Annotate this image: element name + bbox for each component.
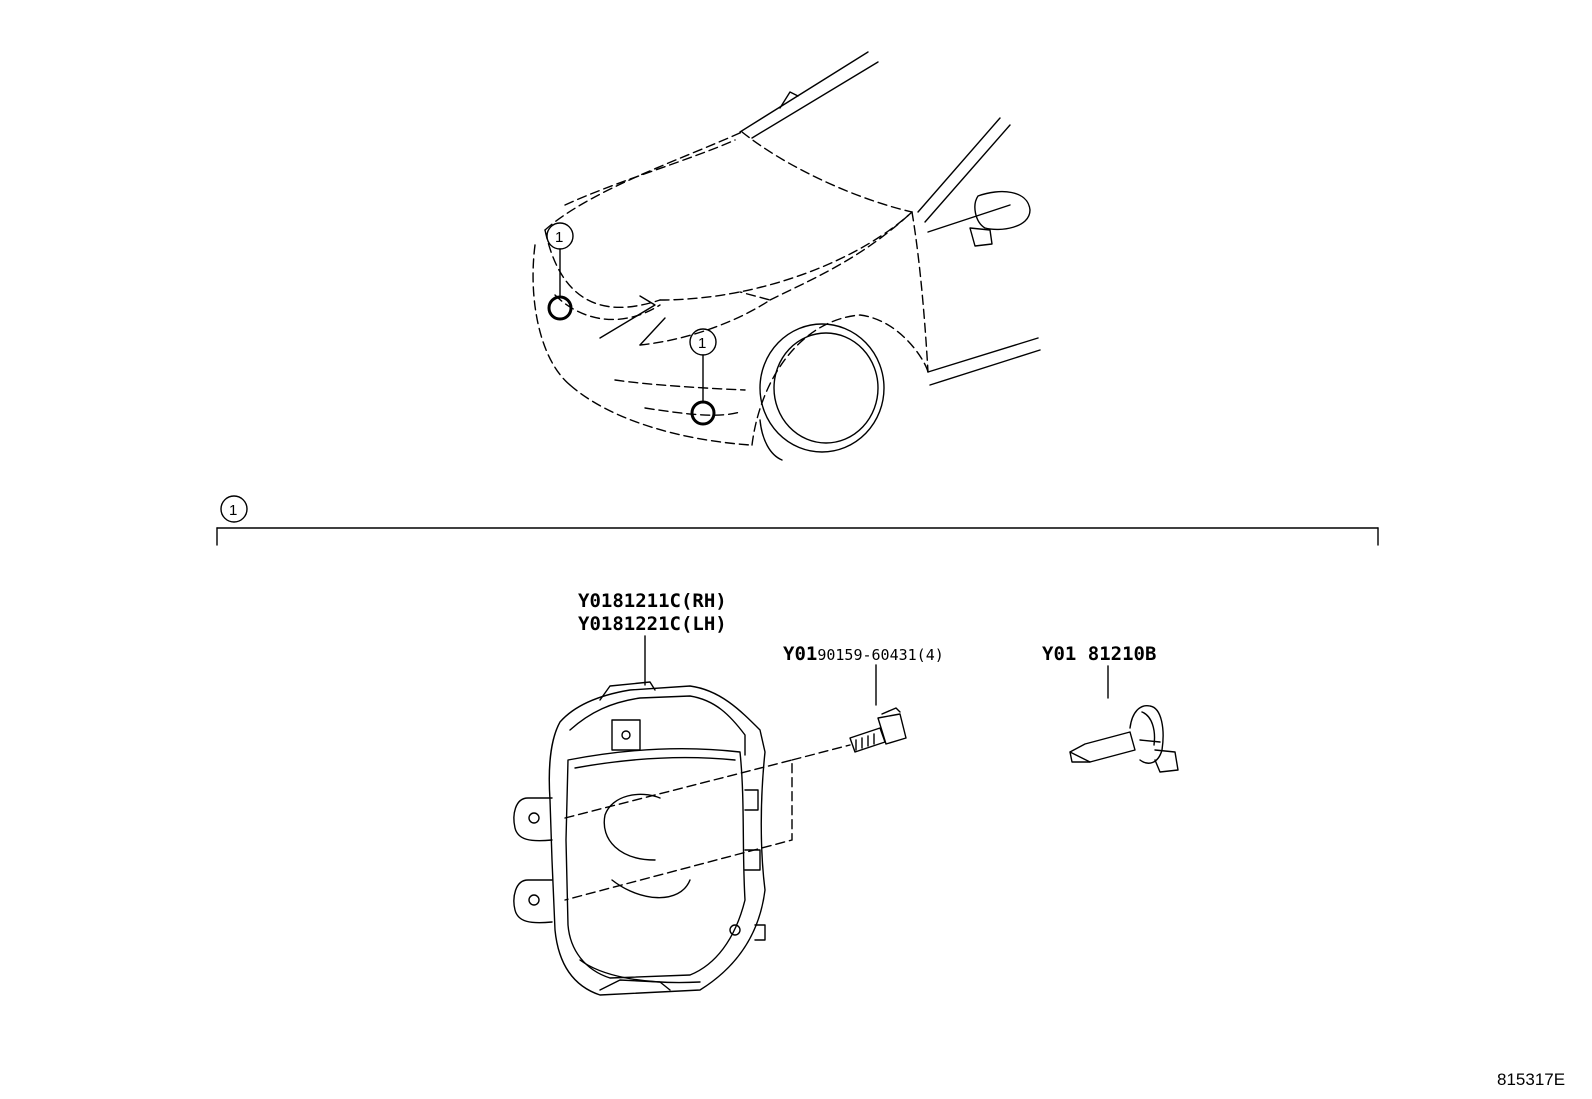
bulb-part-number: Y01 81210B bbox=[1042, 643, 1156, 665]
callout-1-upper: 1 bbox=[546, 222, 574, 321]
callout-1-lower-number: 1 bbox=[698, 335, 706, 352]
fog-lamp-location-marker-lower bbox=[690, 400, 716, 426]
assembly-bracket: 1 bbox=[216, 495, 1379, 546]
callout-1-upper-number: 1 bbox=[555, 229, 563, 246]
screw-part-prefix: Y01 bbox=[783, 643, 817, 665]
fog-lamp-part-number-lh: Y0181221C(LH) bbox=[578, 613, 727, 635]
screw-part-number: Y0190159-60431(4) bbox=[783, 643, 944, 665]
car-front-illustration bbox=[532, 51, 1041, 461]
fog-lamp-location-marker-upper bbox=[547, 295, 573, 321]
fog-lamp-assembly bbox=[513, 681, 851, 996]
assembly-callout-number: 1 bbox=[229, 502, 237, 519]
screw-part-number-text: 90159-60431(4) bbox=[817, 646, 943, 664]
bulb-part bbox=[1069, 705, 1179, 773]
drawing-id: 815317E bbox=[1497, 1070, 1565, 1089]
screw-part bbox=[849, 707, 907, 753]
callout-1-lower: 1 bbox=[689, 328, 717, 426]
fog-lamp-part-number-rh: Y0181211C(RH) bbox=[578, 590, 727, 612]
